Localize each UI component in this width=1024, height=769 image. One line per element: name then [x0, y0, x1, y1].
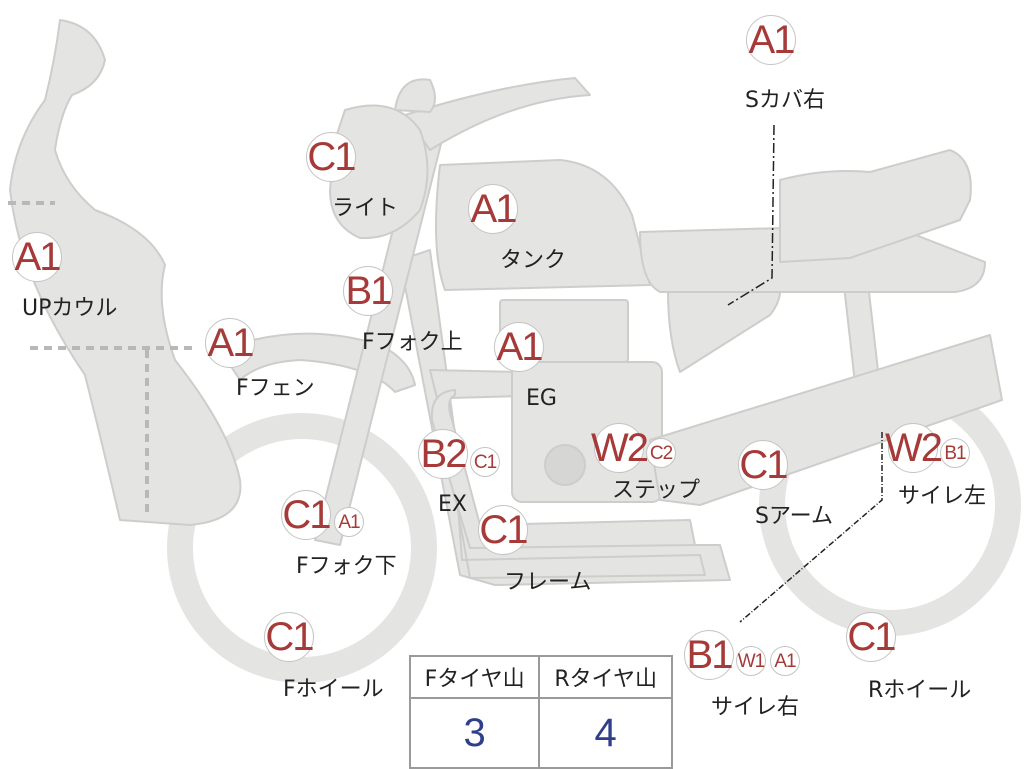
- fwheel-code-1: C1: [264, 612, 315, 662]
- front-tire-header: Fタイヤ山: [408, 655, 541, 699]
- ex-label: EX: [438, 492, 467, 517]
- step-code-2: C2: [646, 438, 676, 468]
- muffler-r-code-1: B1: [684, 630, 734, 680]
- ffork-bottom-code-1: C1: [281, 490, 332, 540]
- front-wheel-shape: [167, 413, 437, 683]
- ffork-bottom-code-2: A1: [334, 507, 364, 537]
- frame-shape: [399, 249, 731, 586]
- tire-table-value-row: 3 4: [408, 697, 673, 769]
- sarm-code-1: C1: [738, 440, 789, 490]
- ffender-label: Fフェン: [236, 376, 315, 401]
- tire-tread-table: Fタイヤ山 Rタイヤ山 3 4: [408, 655, 673, 769]
- muffler-l-code-1: W2: [885, 423, 943, 473]
- scover-r-code-1: A1: [746, 15, 796, 65]
- light-code-1: C1: [306, 132, 357, 182]
- ex-code-2: C1: [470, 447, 500, 477]
- scover-r-label: Sカバ右: [745, 88, 825, 113]
- front-tire-value: 3: [408, 697, 541, 769]
- mirror-shape: [394, 78, 436, 113]
- step-label: ステップ: [612, 478, 701, 503]
- fwheel-label: Fホイール: [283, 677, 384, 702]
- upper-cowl-shape: [9, 19, 242, 526]
- muffler-r-code-3: A1: [770, 646, 800, 676]
- ffork-top-code-1: B1: [343, 266, 393, 316]
- rwheel-label: Rホイール: [868, 678, 972, 703]
- tank-code-1: A1: [468, 184, 518, 234]
- tire-table-header-row: Fタイヤ山 Rタイヤ山: [408, 655, 673, 699]
- ffender-code-1: A1: [205, 318, 255, 368]
- muffler-l-code-2: B1: [940, 438, 970, 468]
- frame-code-1: C1: [478, 505, 529, 555]
- eg-label: EG: [526, 386, 557, 411]
- light-label: ライト: [332, 196, 399, 221]
- ffork-top-label: Fフォク上: [362, 330, 463, 355]
- swing-arm-shape: [649, 334, 1003, 506]
- muffler-r-label: サイレ右: [711, 695, 800, 720]
- ex-code-1: B2: [418, 429, 468, 479]
- exhaust-pipe-shape: [430, 389, 696, 549]
- eg-code-1: A1: [494, 322, 544, 372]
- up-cowl-label: UPカウル: [22, 296, 118, 321]
- sarm-label: Sアーム: [755, 504, 833, 529]
- seat-shape: [779, 149, 972, 263]
- up-cowl-code-1: A1: [12, 232, 62, 282]
- handlebar-shape: [404, 77, 591, 151]
- step-code-1: W2: [591, 423, 649, 473]
- rwheel-code-1: C1: [846, 612, 897, 662]
- frame-label: フレーム: [504, 570, 592, 595]
- muffler-l-label: サイレ左: [898, 484, 987, 509]
- engine-cover-shape: [544, 444, 586, 486]
- rear-tire-header: Rタイヤ山: [538, 655, 673, 699]
- rear-tire-value: 4: [538, 697, 673, 769]
- muffler-r-code-2: W1: [736, 646, 766, 676]
- side-cover-shape: [667, 284, 782, 373]
- ffork-bottom-label: Fフォク下: [296, 554, 397, 579]
- tank-label: タンク: [500, 248, 567, 273]
